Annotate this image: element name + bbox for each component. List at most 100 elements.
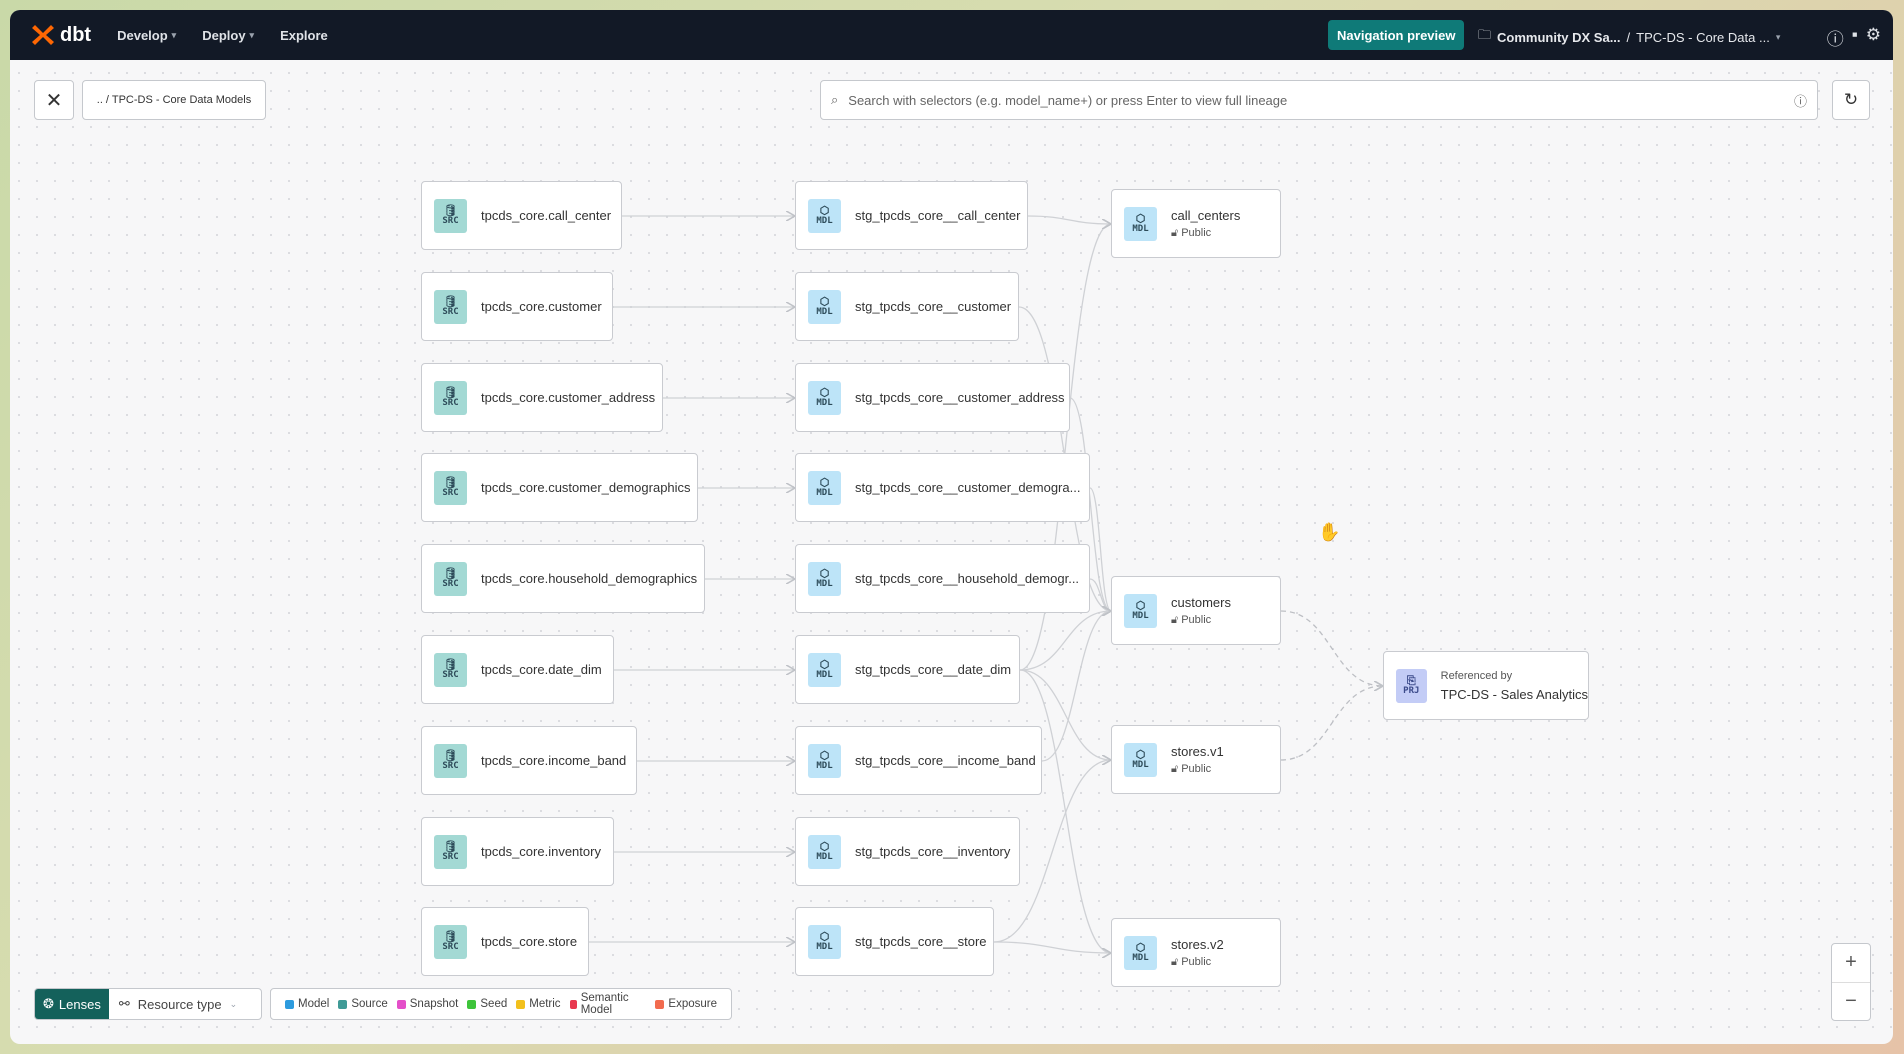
badge-label: MDL [816,851,833,862]
badge-label: SRC [442,941,459,952]
grab-cursor-icon: ✋ [1318,522,1341,542]
edge-model-to-project [1280,610,1383,686]
edge-staging-to-model [1027,215,1111,224]
node-name: tpcds_core.household_demographics [481,571,698,586]
edge-staging-to-model [1019,669,1111,953]
prj-badge-icon: ⎘PRJ [1396,668,1427,703]
nav-label: Explore [280,27,328,43]
gear-icon[interactable]: ⚙ [1865,25,1881,44]
dbt-logo-icon [32,25,54,45]
resource-type-icon: ⚯ [118,996,130,1011]
badge-label: MDL [816,215,833,226]
node-name: tpcds_core.customer_address [481,390,656,405]
info-icon[interactable]: ⓘ [1793,93,1807,109]
unlock-icon: 🔓︎ [1171,762,1179,775]
node-name: stg_tpcds_core__customer_demogra... [855,480,1081,495]
badge-label: SRC [442,487,459,498]
source-node[interactable]: 🛢SRC tpcds_core.inventory [421,817,614,886]
edge-staging-to-model [1089,578,1111,611]
nav-develop[interactable]: Develop▾ [117,28,176,43]
legend-label: Metric [529,998,561,1010]
src-badge-icon: 🛢SRC [434,743,467,778]
environment-name: TPC-DS - Core Data ... [1636,29,1770,45]
badge-label: MDL [1132,610,1149,621]
unlock-icon: 🔓︎ [1171,613,1179,626]
mdl-badge-icon: ⬡MDL [808,834,841,869]
lenses-label: Lenses [58,996,101,1012]
legend-label: Seed [480,998,508,1010]
zoom-in-button[interactable]: + [1845,951,1857,974]
staging-model-node[interactable]: ⬡MDL stg_tpcds_core__income_band [795,726,1042,795]
node-name: tpcds_core.store [481,934,578,949]
staging-model-node[interactable]: ⬡MDL stg_tpcds_core__customer_demogra... [795,453,1090,522]
src-badge-icon: 🛢SRC [434,470,467,505]
legend-swatch [338,999,348,1009]
mdl-badge-icon: ⬡MDL [808,470,841,505]
mdl-badge-icon: ⬡MDL [808,743,841,778]
node-name: stg_tpcds_core__date_dim [855,662,1012,677]
legend-label: Semantic Model [580,992,629,1016]
nav-deploy[interactable]: Deploy▾ [202,28,254,43]
help-icon[interactable]: ⓘ [1826,30,1844,49]
nav-explore[interactable]: Explore [280,28,328,43]
badge-label: MDL [816,487,833,498]
project-name: Community DX Sa... [1497,29,1621,45]
separator: / [1626,29,1631,45]
zoom-out-button[interactable]: − [1832,981,1870,1021]
badge-label: MDL [816,760,833,771]
project-environment-selector[interactable]: 🗀 Community DX Sa... / TPC-DS - Core Dat… [1478,26,1780,48]
badge-label: SRC [442,215,459,226]
lenses-control: ❂ Lenses ⚯Resource type⌄ [34,988,262,1020]
badge-label: MDL [816,306,833,317]
zoom-controls: + − [1831,943,1871,1021]
breadcrumb[interactable]: .. / TPC-DS - Core Data Models [82,80,266,120]
badge-label: SRC [442,397,459,408]
lens-icon: ❂ [43,996,54,1011]
legend-swatch [285,999,294,1009]
dbt-logo[interactable]: dbt [32,23,91,47]
legend-item: Metric [516,998,561,1010]
access-label: Public [1181,613,1212,626]
refresh-button[interactable]: ↻ [1832,80,1870,120]
node-name: tpcds_core.inventory [481,844,601,859]
nav-label: Deploy [202,27,246,43]
chevron-down-icon: ▾ [249,29,255,40]
close-icon: ✕ [45,89,63,112]
mdl-badge-icon: ⬡MDL [1124,935,1157,970]
badge-label: MDL [816,941,833,952]
src-badge-icon: 🛢SRC [434,289,467,324]
resource-type-dropdown[interactable]: ⚯Resource type⌄ [109,989,247,1019]
feedback-icon[interactable]: ▪ [1851,25,1858,44]
legend-item: Snapshot [396,998,458,1010]
badge-label: SRC [442,306,459,317]
src-badge-icon: 🛢SRC [434,834,467,869]
lenses-button[interactable]: ❂ Lenses [35,989,109,1019]
legend-item: Exposure [655,998,717,1010]
close-button[interactable]: ✕ [34,80,74,120]
node-name: stg_tpcds_core__income_band [855,753,1036,768]
navigation-preview-button[interactable]: Navigation preview [1328,20,1465,50]
node-name: stg_tpcds_core__customer [855,299,1012,314]
legend-label: Source [351,998,388,1010]
search-input[interactable]: ⌕ Search with selectors (e.g. model_name… [820,80,1818,120]
